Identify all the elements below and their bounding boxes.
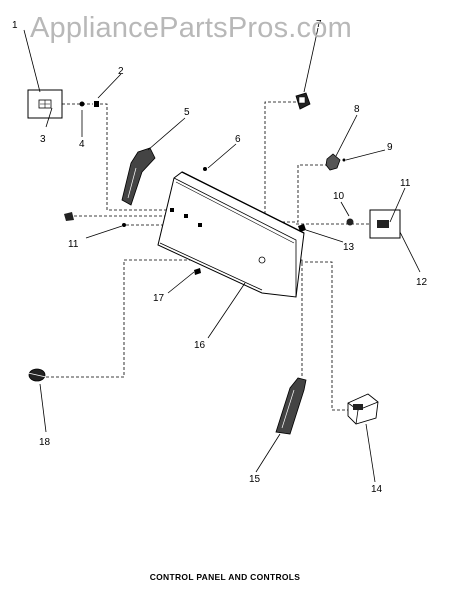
leader-lines bbox=[23, 27, 421, 483]
callout-labels: 1 2 3 4 5 6 7 8 9 10 11 11 12 13 14 15 1… bbox=[12, 19, 428, 495]
callout-4: 4 bbox=[79, 139, 85, 150]
part-knob-bracket-left bbox=[121, 147, 156, 206]
part-control-panel bbox=[157, 171, 305, 298]
part-timer-14 bbox=[347, 393, 379, 425]
diagram-caption: CONTROL PANEL AND CONTROLS bbox=[149, 572, 301, 582]
part-nut-screw-2-3-4 bbox=[79, 101, 99, 107]
part-switch-square-right bbox=[346, 209, 401, 239]
connector-knob-left bbox=[100, 103, 170, 211]
callout-8: 8 bbox=[354, 104, 360, 115]
connector-top-switch bbox=[264, 101, 296, 213]
callout-18: 18 bbox=[39, 437, 51, 448]
callout-13: 13 bbox=[343, 242, 355, 253]
part-knob-bracket-right bbox=[275, 377, 307, 435]
part-clip-8-9 bbox=[325, 153, 346, 171]
callout-17: 17 bbox=[153, 293, 165, 304]
part-switch-top bbox=[295, 92, 311, 110]
callout-6: 6 bbox=[235, 134, 241, 145]
part-knob-18 bbox=[27, 368, 47, 382]
connector-knob-18 bbox=[46, 259, 262, 378]
callout-16: 16 bbox=[194, 340, 206, 351]
callout-1: 1 bbox=[12, 20, 18, 31]
part-screw-6 bbox=[203, 167, 207, 171]
callout-9: 9 bbox=[387, 142, 393, 153]
callout-7: 7 bbox=[316, 19, 322, 30]
part-switch-square-left bbox=[27, 89, 63, 119]
callout-3: 3 bbox=[40, 134, 46, 145]
callout-14: 14 bbox=[371, 484, 383, 495]
callout-2: 2 bbox=[118, 66, 124, 77]
callout-11-right: 11 bbox=[400, 178, 411, 189]
callout-10: 10 bbox=[333, 191, 345, 202]
callout-11-left: 11 bbox=[68, 239, 79, 250]
callout-5: 5 bbox=[184, 107, 190, 118]
callout-15: 15 bbox=[249, 474, 261, 485]
connector-clip bbox=[258, 164, 328, 223]
part-screws-left-row bbox=[64, 208, 202, 227]
watermark-text: AppliancePartsPros.com bbox=[30, 12, 352, 44]
part-clip-13 bbox=[298, 224, 306, 232]
callout-12: 12 bbox=[416, 277, 428, 288]
connector-switch-14 bbox=[290, 261, 352, 411]
part-screw-17 bbox=[194, 268, 201, 275]
